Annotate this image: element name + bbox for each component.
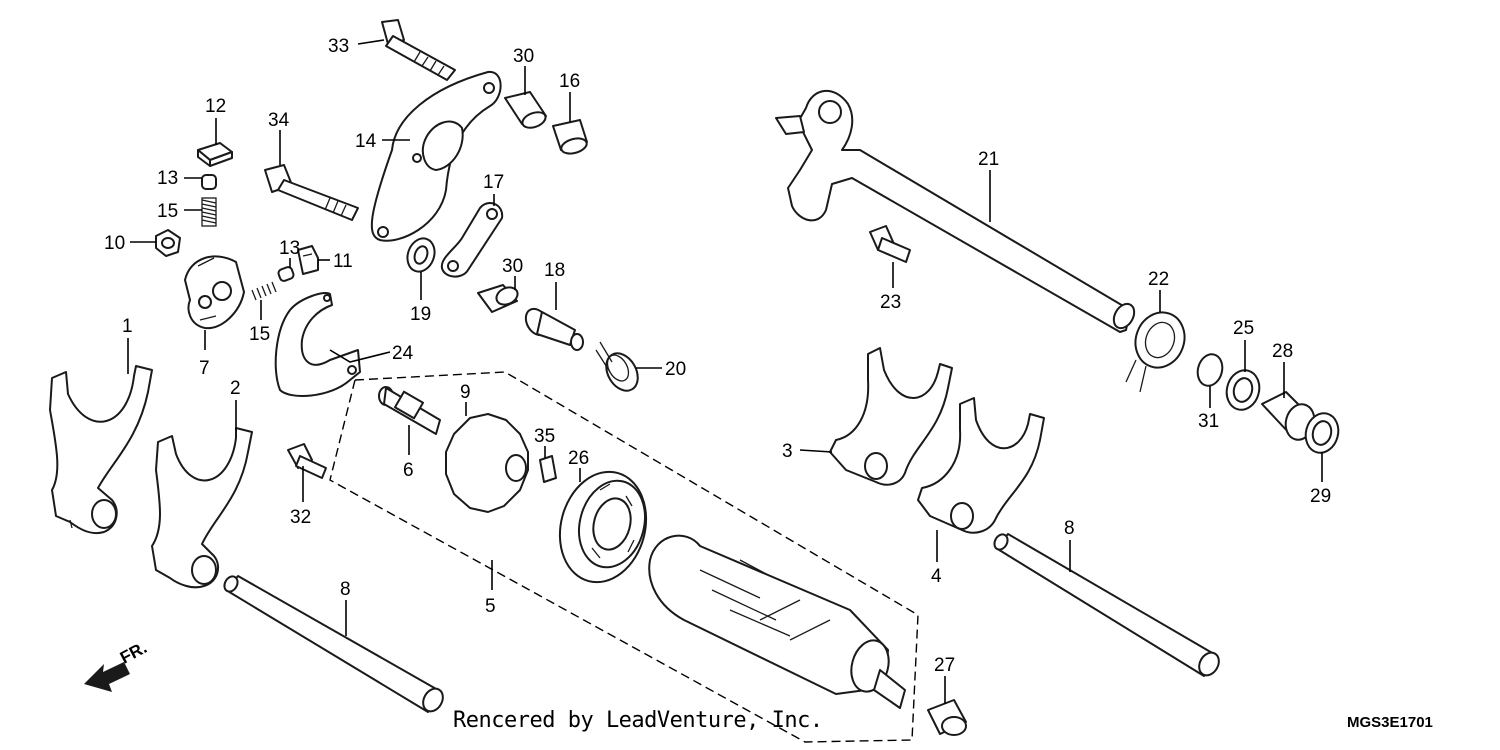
part-19-washer xyxy=(406,237,436,273)
callout-19: 19 xyxy=(410,304,431,325)
callout-13b: 13 xyxy=(279,238,300,259)
assembly-5-outline xyxy=(329,371,919,743)
render-credit: Rencered by LeadVenture, Inc. xyxy=(453,708,823,733)
part-14-plate xyxy=(370,70,502,242)
part-21-shift-spindle xyxy=(775,89,1136,333)
part-1-shift-fork xyxy=(49,365,153,534)
part-12-cap xyxy=(197,142,233,167)
part-30b-collar xyxy=(477,284,519,313)
callout-6: 6 xyxy=(403,460,414,481)
part-17-arm xyxy=(440,202,504,278)
part-18-pin xyxy=(524,307,584,351)
callout-30a: 30 xyxy=(513,46,534,67)
part-6-pin-bolt xyxy=(378,386,441,435)
part-23-bolt xyxy=(869,225,911,263)
callout-31: 31 xyxy=(1198,411,1219,432)
part-8a-shaft xyxy=(223,575,444,713)
leader-lines xyxy=(127,39,1323,704)
front-arrow-icon xyxy=(84,662,130,692)
part-3-shift-fork xyxy=(829,347,953,486)
callout-21: 21 xyxy=(978,149,999,170)
callout-35: 35 xyxy=(534,426,555,447)
part-4-shift-fork xyxy=(917,397,1045,534)
callout-18: 18 xyxy=(544,260,565,281)
callout-34: 34 xyxy=(268,110,290,131)
callout-10: 10 xyxy=(104,233,125,254)
callout-17: 17 xyxy=(483,172,504,193)
callouts: 33 30 16 12 34 14 13 15 17 10 13 11 19 3… xyxy=(104,36,1331,676)
part-20-spring xyxy=(595,341,639,392)
front-direction-indicator: FR. xyxy=(84,638,150,692)
part-31-circlip xyxy=(1196,353,1224,387)
part-26-bearing xyxy=(558,470,648,584)
callout-2: 2 xyxy=(230,378,241,399)
part-13a-pin xyxy=(201,174,217,190)
callout-26: 26 xyxy=(568,448,589,469)
callout-20: 20 xyxy=(665,359,686,380)
callout-9: 9 xyxy=(460,382,471,403)
callout-5: 5 xyxy=(485,596,496,617)
callout-1: 1 xyxy=(122,316,133,337)
callout-23: 23 xyxy=(880,292,901,313)
part-15b-spring xyxy=(251,281,277,301)
callout-8a: 8 xyxy=(340,579,351,600)
part-29-oil-seal xyxy=(1304,412,1340,454)
part-8b-shaft xyxy=(993,533,1220,677)
diagram-code: MGS3E1701 xyxy=(1347,714,1433,731)
callout-11: 11 xyxy=(333,251,353,272)
part-30a-collar xyxy=(504,91,547,129)
shift-drum xyxy=(648,534,906,709)
part-35-pin xyxy=(539,455,557,483)
callout-15b: 15 xyxy=(249,324,270,345)
part-27-collar xyxy=(927,699,967,736)
callout-12: 12 xyxy=(205,96,226,117)
callout-15a: 15 xyxy=(157,201,178,222)
callout-14: 14 xyxy=(355,131,377,152)
callout-16: 16 xyxy=(559,71,580,92)
callout-33: 33 xyxy=(328,36,349,57)
callout-30b: 30 xyxy=(502,256,523,277)
callout-24: 24 xyxy=(392,343,414,364)
callout-4: 4 xyxy=(931,566,942,587)
part-13b-pin xyxy=(277,266,295,282)
part-11-clip xyxy=(297,245,319,275)
callout-22: 22 xyxy=(1148,269,1169,290)
part-7-stopper-arm xyxy=(184,255,245,330)
callout-25: 25 xyxy=(1233,318,1254,339)
part-33-bolt xyxy=(381,19,456,81)
part-22-spring xyxy=(1125,311,1186,393)
part-15a-spring xyxy=(201,197,217,227)
part-9-drum-center xyxy=(445,413,529,513)
callout-28: 28 xyxy=(1272,341,1293,362)
callout-29: 29 xyxy=(1310,486,1331,507)
part-24-guide-plate xyxy=(274,292,361,397)
callout-3: 3 xyxy=(782,441,793,462)
callout-32: 32 xyxy=(290,507,311,528)
part-2-shift-fork xyxy=(151,427,253,589)
part-10-nut xyxy=(155,229,181,257)
part-34-bolt xyxy=(264,164,359,221)
callout-13a: 13 xyxy=(157,168,178,189)
callout-27: 27 xyxy=(934,655,955,676)
part-16-collar xyxy=(552,119,588,155)
callout-8b: 8 xyxy=(1064,518,1075,539)
part-25-washer xyxy=(1225,369,1261,411)
part-32-bolt xyxy=(287,443,327,479)
callout-7: 7 xyxy=(199,358,210,379)
